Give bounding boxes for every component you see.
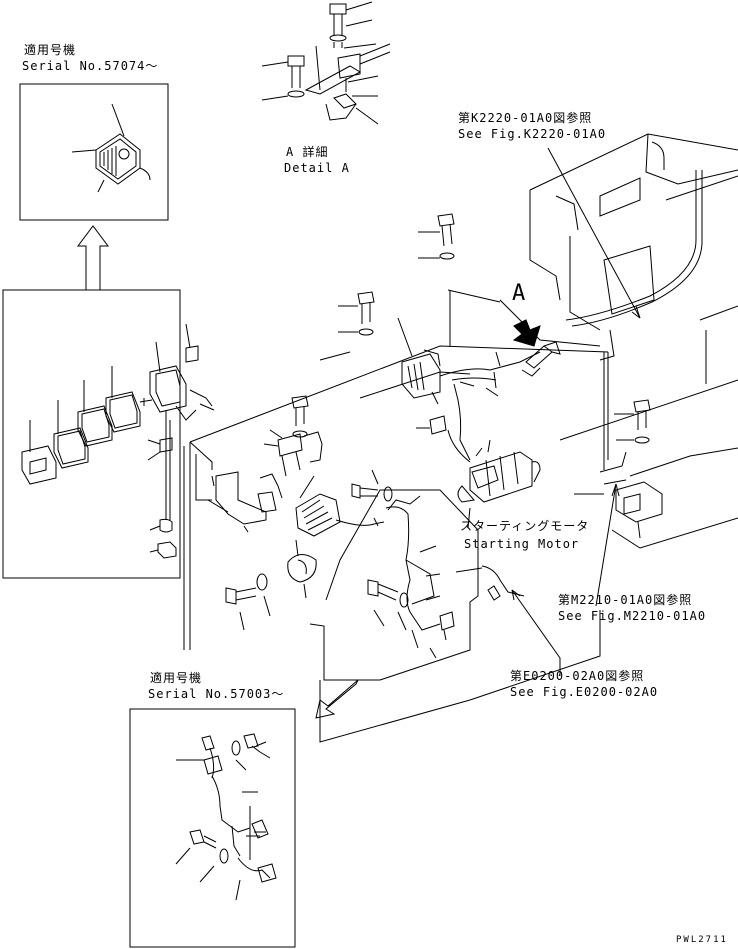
detail-a-caption: Detail A [284, 161, 350, 175]
ref-e0200-en: See Fig.E0200-02A0 [510, 685, 659, 699]
detail-a-pointer-icon [512, 319, 541, 347]
work-lamp-part-top [71, 103, 151, 193]
detail-a-title: A 詳細 [286, 145, 329, 159]
starting-motor-en: Starting Motor [464, 537, 580, 551]
ref-m2210-en: See Fig.M2210-01A0 [558, 609, 707, 623]
ref-m2210-jp: 第M2210-01A0図参照 [558, 593, 693, 607]
bottom-inset-parts [175, 733, 277, 901]
lamp-exploded-view [21, 323, 215, 559]
inset-box-top [19, 83, 169, 221]
drawing-code: PWL2711 [676, 935, 728, 945]
detail-a-drawing [261, 1, 391, 125]
down-left-arrow-icon [315, 679, 359, 719]
machine-frame [183, 133, 738, 743]
ref-k2220-en: See Fig.K2220-01A0 [458, 127, 607, 141]
ref-e0200-jp: 第E0200-02A0図参照 [510, 669, 645, 683]
starting-motor-jp: スターティングモータ [460, 519, 590, 533]
serial-top-number: Serial No.57074～ [22, 59, 159, 73]
serial-bottom-number: Serial No.57003～ [148, 687, 285, 701]
up-arrow-icon [77, 225, 109, 290]
serial-top-title: 適用号機 [24, 43, 77, 57]
marker-a: A [512, 281, 526, 306]
components [207, 317, 663, 659]
inset-box-lamp [2, 289, 181, 579]
serial-bottom-title: 適用号機 [150, 671, 203, 685]
reference-leaders [455, 147, 641, 676]
ref-k2220-jp: 第K2220-01A0図参照 [458, 111, 593, 125]
bolts [225, 213, 651, 631]
inset-box-bottom [129, 708, 296, 948]
